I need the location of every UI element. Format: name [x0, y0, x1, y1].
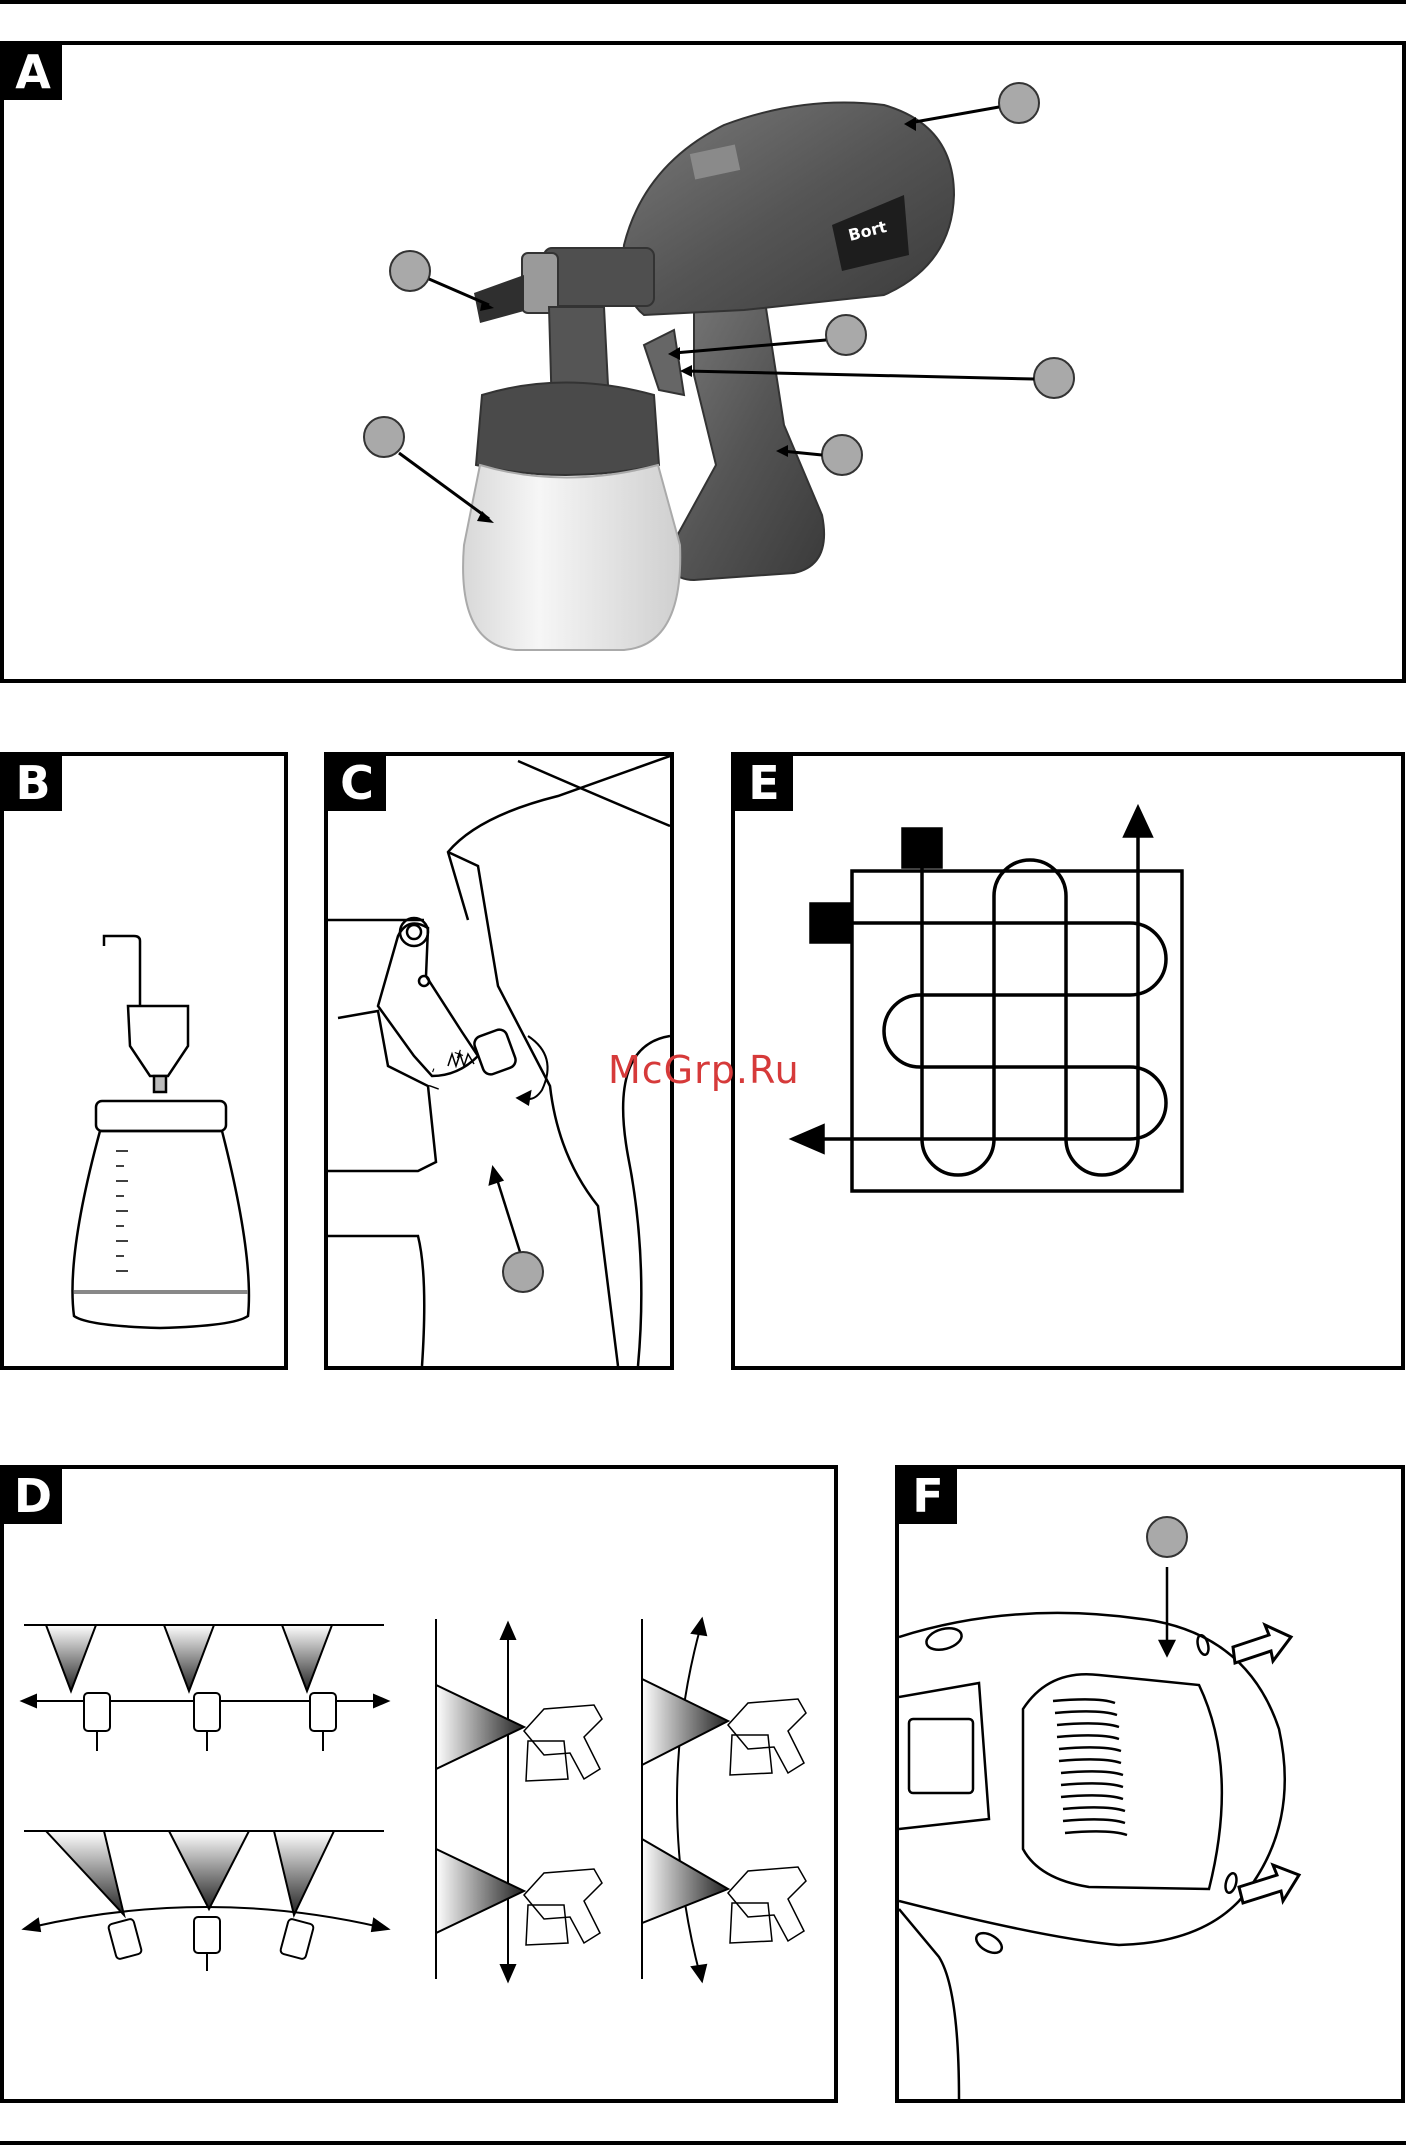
motor-body-outline [899, 1613, 1285, 1945]
incorrect-vertical-arc-technique [642, 1619, 806, 1981]
vertical-path [922, 821, 1138, 1175]
viscosity-cup [128, 1006, 188, 1076]
start-marker-left [811, 904, 849, 942]
horizontal-path [805, 923, 1166, 1139]
trigger [644, 330, 684, 395]
panel-a: A Bort [0, 41, 1406, 683]
incorrect-arc-technique [24, 1831, 388, 1971]
panel-f: F [895, 1465, 1405, 2103]
container-scale [116, 1151, 128, 1271]
cup-outlet [154, 1076, 166, 1092]
vent-slots [1053, 1699, 1127, 1835]
sprayer-icon [524, 1705, 602, 1945]
motor-ventilation-diagram [899, 1469, 1401, 2099]
container-lid [96, 1101, 226, 1131]
callout-circle [503, 1252, 543, 1292]
callout-arrow [496, 1176, 520, 1252]
top-rule [0, 0, 1406, 4]
test-surface [852, 871, 1182, 1191]
callout-circle [1147, 1517, 1187, 1557]
correct-horizontal-technique [22, 1625, 388, 1751]
watermark: McGrp.Ru [608, 1048, 800, 1092]
correct-vertical-technique [436, 1619, 602, 1981]
sprayer-icon [728, 1699, 806, 1943]
spray-technique-diagram [4, 1469, 834, 2099]
outline-arrow [1233, 1625, 1291, 1663]
housing-outline [328, 756, 670, 920]
panel-e: E [731, 752, 1405, 1370]
paint-container [463, 465, 680, 650]
panel-b: B [0, 752, 288, 1370]
body-recess [899, 1683, 989, 1829]
window [909, 1719, 973, 1793]
sprayer-handle [670, 295, 824, 580]
side-panel [1023, 1674, 1222, 1889]
nozzle-tip [474, 275, 524, 323]
container-lid [476, 383, 659, 476]
handle-outline [899, 1909, 959, 2099]
nozzle-ring [522, 253, 558, 313]
bottom-rule [0, 2141, 1406, 2145]
sprayer-barrel [544, 248, 654, 306]
flow-knob [472, 1027, 518, 1076]
start-marker-top [903, 829, 941, 867]
scale-minus: - [425, 1065, 442, 1075]
viscosity-cup-diagram [4, 756, 284, 1366]
spray-pattern-diagram [735, 756, 1401, 1366]
panel-d: D [0, 1465, 838, 2103]
outline-arrow [1239, 1865, 1299, 1903]
paint-sprayer-photo: Bort [4, 45, 1402, 679]
paint-container [72, 1131, 248, 1328]
cup-hook [104, 936, 140, 1006]
